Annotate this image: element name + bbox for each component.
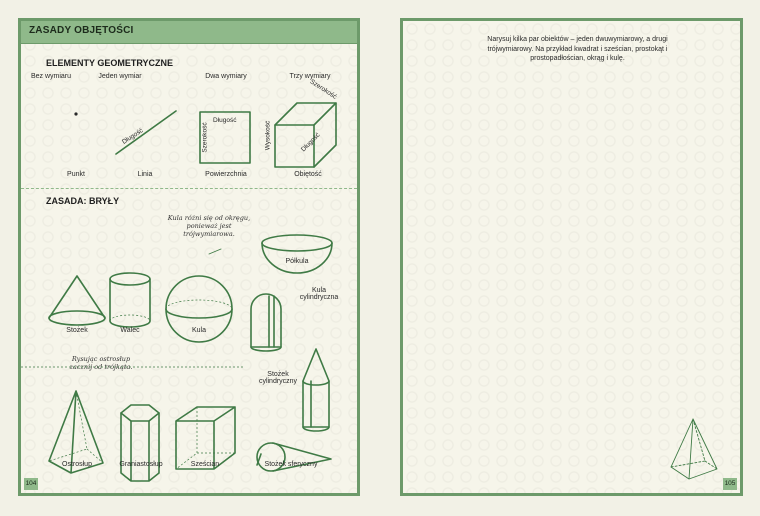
- cube-shape: [175, 406, 236, 470]
- right-page: Narysuj kilka par obiektów – jeden dwuwy…: [400, 18, 743, 496]
- background-pattern: [403, 21, 740, 493]
- spherical-cone-shape: [256, 442, 332, 472]
- cylindrical-cone-shape: [302, 348, 330, 432]
- height-label-cube: Wysokość: [264, 120, 272, 151]
- label-cylindrical-cone: Stożek cylindryczny: [258, 371, 298, 385]
- cylinder-shape: [109, 272, 151, 328]
- shape-label-surface: Powierzchnia: [205, 171, 247, 178]
- square-surface: [199, 111, 251, 164]
- pyramid-sketch: [670, 418, 718, 480]
- label-cylindrical-sphere: Kula cylindryczna: [299, 287, 339, 301]
- geometric-elements-illustration: [74, 102, 337, 168]
- dim-label-2: Dwa wymiary: [205, 73, 247, 80]
- page-title: ZASADY OBJĘTOŚCI: [29, 25, 134, 36]
- page-number-left: 104: [24, 478, 38, 490]
- page-number-right: 105: [723, 478, 737, 490]
- pyramid-shape: [48, 390, 104, 474]
- point-dot: [74, 112, 78, 116]
- cylindrical-sphere-shape: [250, 293, 282, 352]
- dim-label-1: Jeden wymiar: [98, 73, 142, 80]
- header-bar: ZASADY OBJĘTOŚCI: [21, 21, 357, 44]
- width-label-square: Szerokość: [201, 122, 209, 153]
- dim-label-3: Trzy wymiary: [289, 73, 331, 80]
- shape-label-volume: Obiętość: [294, 171, 322, 178]
- sphere-shape: [165, 248, 233, 343]
- label-cone: Stożek: [66, 327, 88, 334]
- label-spherical-cone: Stożek sferyczny: [264, 461, 318, 468]
- line-segment: [115, 110, 177, 155]
- dim-label-0: Bez wymiaru: [30, 73, 72, 80]
- prism-shape: [120, 404, 160, 482]
- cube-volume: [274, 102, 337, 168]
- label-sphere: Kula: [191, 327, 207, 334]
- label-pyramid: Ostrosłup: [62, 461, 92, 468]
- section-title-elements: ELEMENTY GEOMETRYCZNE: [46, 58, 174, 68]
- section-divider: [21, 188, 357, 189]
- solids-illustration: [21, 234, 333, 482]
- shape-label-point: Punkt: [67, 171, 85, 178]
- cone-shape: [48, 275, 106, 326]
- instruction-text: Narysuj kilka par obiektów – jeden dwuwy…: [487, 36, 668, 62]
- length-label-square: Długość: [213, 117, 237, 124]
- label-hemisphere: Półkula: [285, 258, 309, 265]
- label-cube: Sześcian: [190, 461, 220, 468]
- note-sphere: Kula różni się od okręgu, ponieważ jest …: [167, 214, 251, 238]
- left-page: ZASADY OBJĘTOŚCI ELEMENTY GEOMETRYCZNE B…: [18, 18, 360, 496]
- hemisphere-shape: [261, 234, 333, 274]
- label-prism: Graniastosłup: [119, 461, 163, 468]
- label-cylinder: Walec: [120, 327, 140, 334]
- section-title-solids: ZASADA: BRYŁY: [46, 196, 120, 206]
- shape-label-line: Linia: [137, 171, 153, 178]
- background-pattern: [21, 21, 357, 493]
